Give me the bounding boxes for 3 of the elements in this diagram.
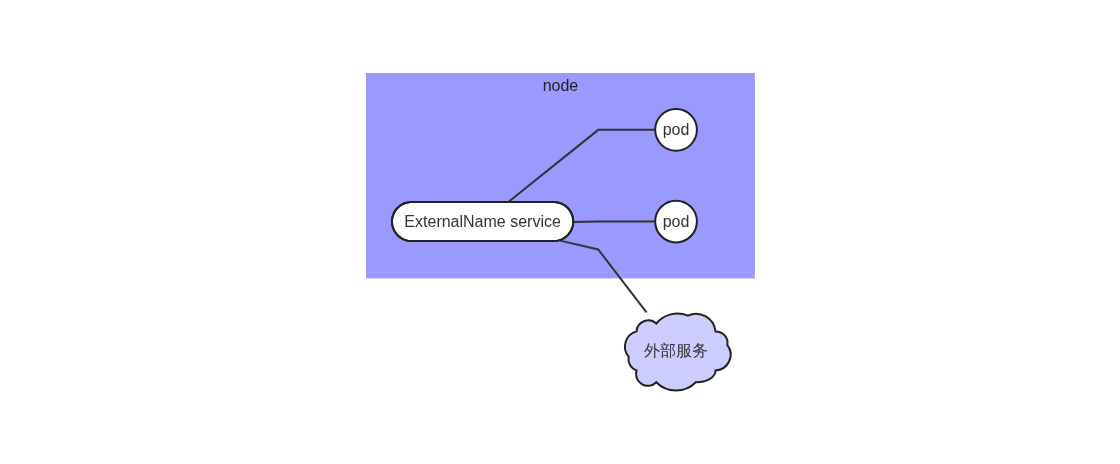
connector — [558, 239, 648, 314]
node-circle: pod — [653, 199, 698, 244]
node-circle: pod — [653, 107, 698, 152]
